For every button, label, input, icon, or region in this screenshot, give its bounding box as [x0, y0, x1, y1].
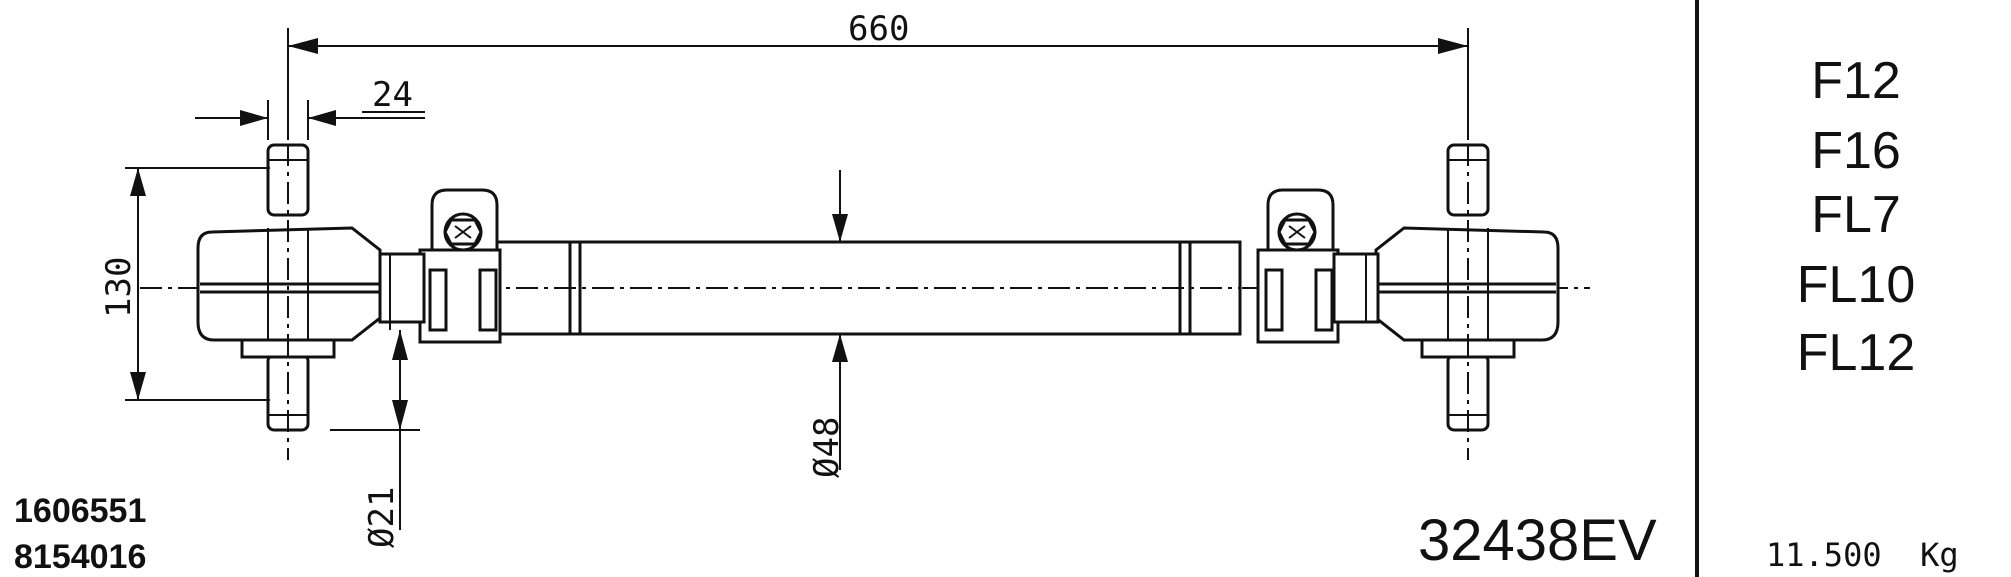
dimension-overall-length: [287, 28, 1469, 140]
dimension-stud-width: [195, 100, 425, 140]
dimension-eye-height: [125, 167, 270, 401]
model-fl10: FL10: [1797, 256, 1916, 314]
dimension-130-label: 130: [99, 257, 139, 318]
part-number-1: 1606551: [14, 492, 146, 530]
right-joint-head: [1332, 143, 1560, 432]
model-f16: F16: [1811, 122, 1901, 180]
weight-label: 11.500 Kg: [1766, 536, 1959, 574]
model-fl12: FL12: [1797, 324, 1916, 382]
model-fl7: FL7: [1811, 186, 1901, 244]
part-number-2: 8154016: [14, 538, 146, 576]
dimension-24-label: 24: [372, 75, 413, 115]
left-joint-head: [196, 143, 426, 432]
dimension-tube-diameter: [832, 170, 848, 470]
dimension-stud-diameter: [330, 290, 420, 530]
dimension-660-label: 660: [848, 9, 909, 49]
central-tube: [438, 240, 1242, 336]
dimension-d21-label: Ø21: [362, 487, 402, 548]
right-clamp: [1256, 188, 1340, 344]
product-code: 32438EV: [1418, 508, 1657, 573]
left-clamp: [418, 188, 502, 344]
dimension-d48-label: Ø48: [807, 417, 847, 478]
model-f12: F12: [1811, 52, 1901, 110]
